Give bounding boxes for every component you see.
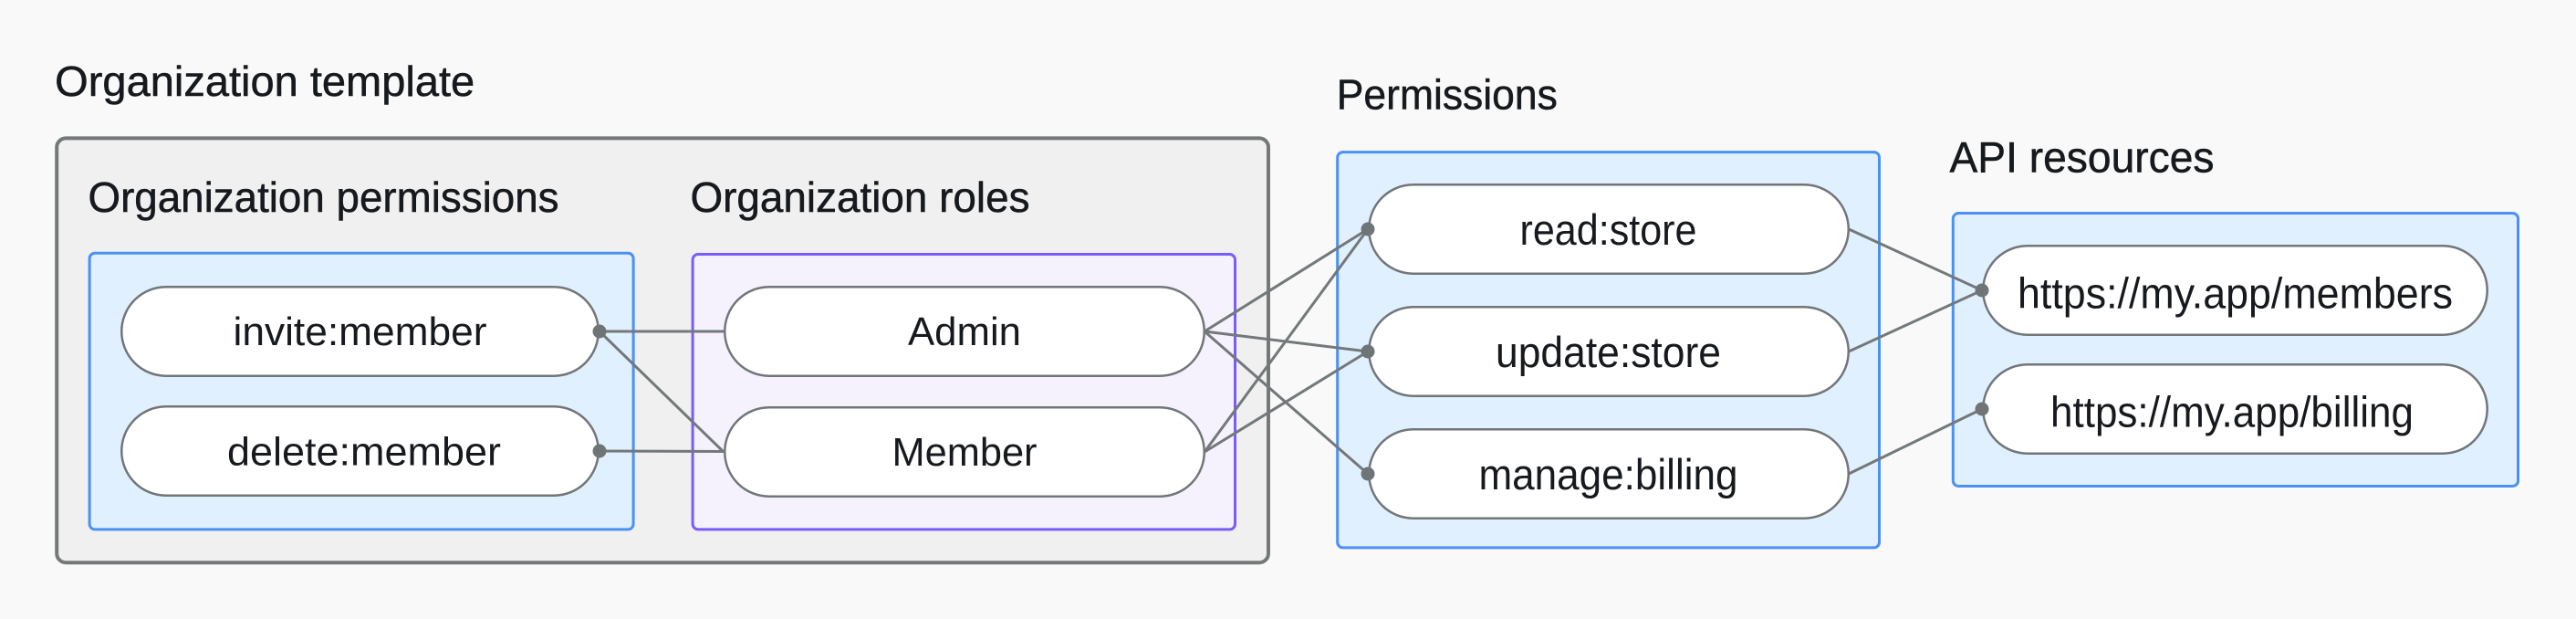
svg-text:Member: Member <box>892 430 1038 475</box>
svg-text:API resources: API resources <box>1950 133 2215 182</box>
svg-text:https://my.app/members: https://my.app/members <box>2018 269 2453 318</box>
svg-text:Permissions: Permissions <box>1337 71 1558 119</box>
svg-text:Admin: Admin <box>908 310 1021 354</box>
svg-text:https://my.app/billing: https://my.app/billing <box>2050 388 2414 436</box>
svg-text:Organization permissions: Organization permissions <box>89 173 559 221</box>
svg-text:manage:billing: manage:billing <box>1479 450 1738 498</box>
svg-text:invite:member: invite:member <box>234 310 487 354</box>
svg-text:read:store: read:store <box>1520 205 1697 254</box>
svg-text:Organization template: Organization template <box>55 58 475 105</box>
svg-text:update:store: update:store <box>1496 328 1721 376</box>
svg-text:Organization roles: Organization roles <box>691 173 1030 221</box>
svg-text:delete:member: delete:member <box>227 430 501 475</box>
